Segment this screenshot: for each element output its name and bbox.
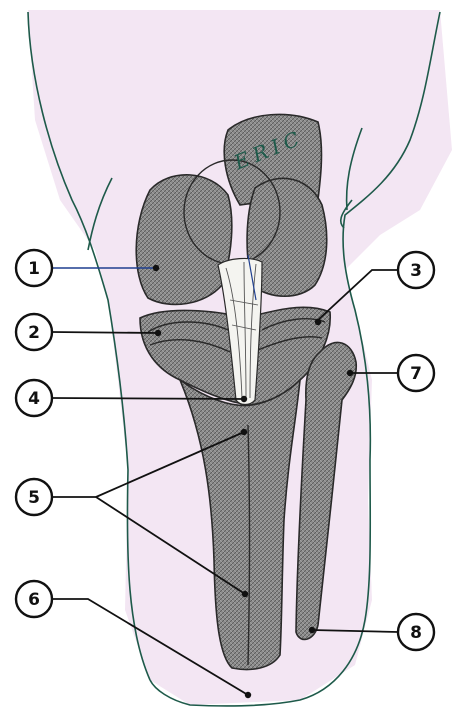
dot-6: [245, 692, 251, 698]
dot-7: [347, 370, 353, 376]
callout-2-label: 2: [28, 323, 40, 343]
callout-5: 5: [16, 479, 52, 515]
callout-7: 7: [398, 355, 434, 391]
callout-3: 3: [398, 252, 434, 288]
callout-6: 6: [16, 581, 52, 617]
callout-8-label: 8: [410, 623, 422, 643]
dot-5a: [241, 429, 247, 435]
dot-4: [241, 396, 247, 402]
femur-medial-condyle: [136, 175, 232, 305]
dot-5b: [242, 591, 248, 597]
dot-8: [309, 627, 315, 633]
callout-5-label: 5: [28, 488, 40, 508]
callout-8: 8: [398, 614, 434, 650]
callout-7-label: 7: [410, 364, 422, 384]
leader-4: [52, 398, 244, 399]
dot-3: [315, 319, 321, 325]
leader-2: [52, 332, 158, 333]
callout-1: 1: [16, 250, 52, 286]
dot-1: [153, 265, 159, 271]
callout-1-label: 1: [28, 259, 40, 279]
callout-2: 2: [16, 314, 52, 350]
callout-4: 4: [16, 380, 52, 416]
callout-3-label: 3: [410, 261, 422, 281]
callout-4-label: 4: [28, 389, 40, 409]
callout-6-label: 6: [28, 590, 40, 610]
dot-2: [155, 330, 161, 336]
